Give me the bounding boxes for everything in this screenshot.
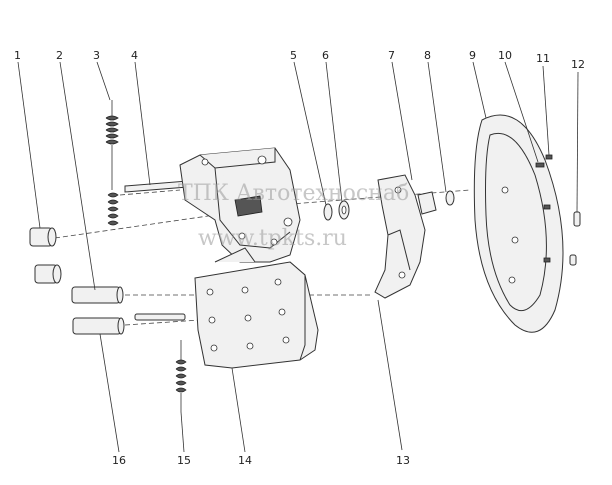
part-12-bolt [569,211,581,266]
callout-1: 1 [14,49,21,62]
watermark-line-1: ТПК Автотехноснаб [178,181,409,206]
callout-12: 12 [571,58,585,71]
callout-2: 2 [56,49,63,62]
watermark: ТПК Автотехноснаб www.tpkts.ru [178,181,409,251]
callout-8: 8 [424,49,431,62]
part-5-washer [323,203,333,221]
part-7-nut [417,191,437,215]
callout-7: 7 [388,49,395,62]
watermark-line-2: www.tpkts.ru [198,226,347,251]
part-6-washer [338,200,350,220]
callout-4: 4 [131,49,138,62]
part-13-brake-shoe [374,174,426,299]
callout-16: 16 [112,454,126,467]
callout-14: 14 [238,454,252,467]
leader-lines [17,61,579,453]
callout-10: 10 [498,49,512,62]
part-3-spring [105,100,119,226]
callout-9: 9 [469,49,476,62]
part-9-backing-plate [473,114,564,333]
brake-anchor-bracket [179,147,301,263]
callout-3: 3 [93,49,100,62]
part-14-brake-shoe [194,247,319,369]
part-8-washer [445,190,455,206]
part-15-spring [175,340,187,412]
callout-11: 11 [536,52,550,65]
callout-13: 13 [396,454,410,467]
callout-5: 5 [290,49,297,62]
small-connecting-pin [134,313,186,321]
callout-15: 15 [177,454,191,467]
part-10-bolt [535,162,545,168]
callout-6: 6 [322,49,329,62]
part-16-pin [72,317,125,335]
part-2-pin [71,286,124,304]
callout-labels: 1 2 3 4 5 6 7 8 9 10 11 12 13 14 15 16 [14,49,585,467]
part-1-rollers [29,227,62,284]
